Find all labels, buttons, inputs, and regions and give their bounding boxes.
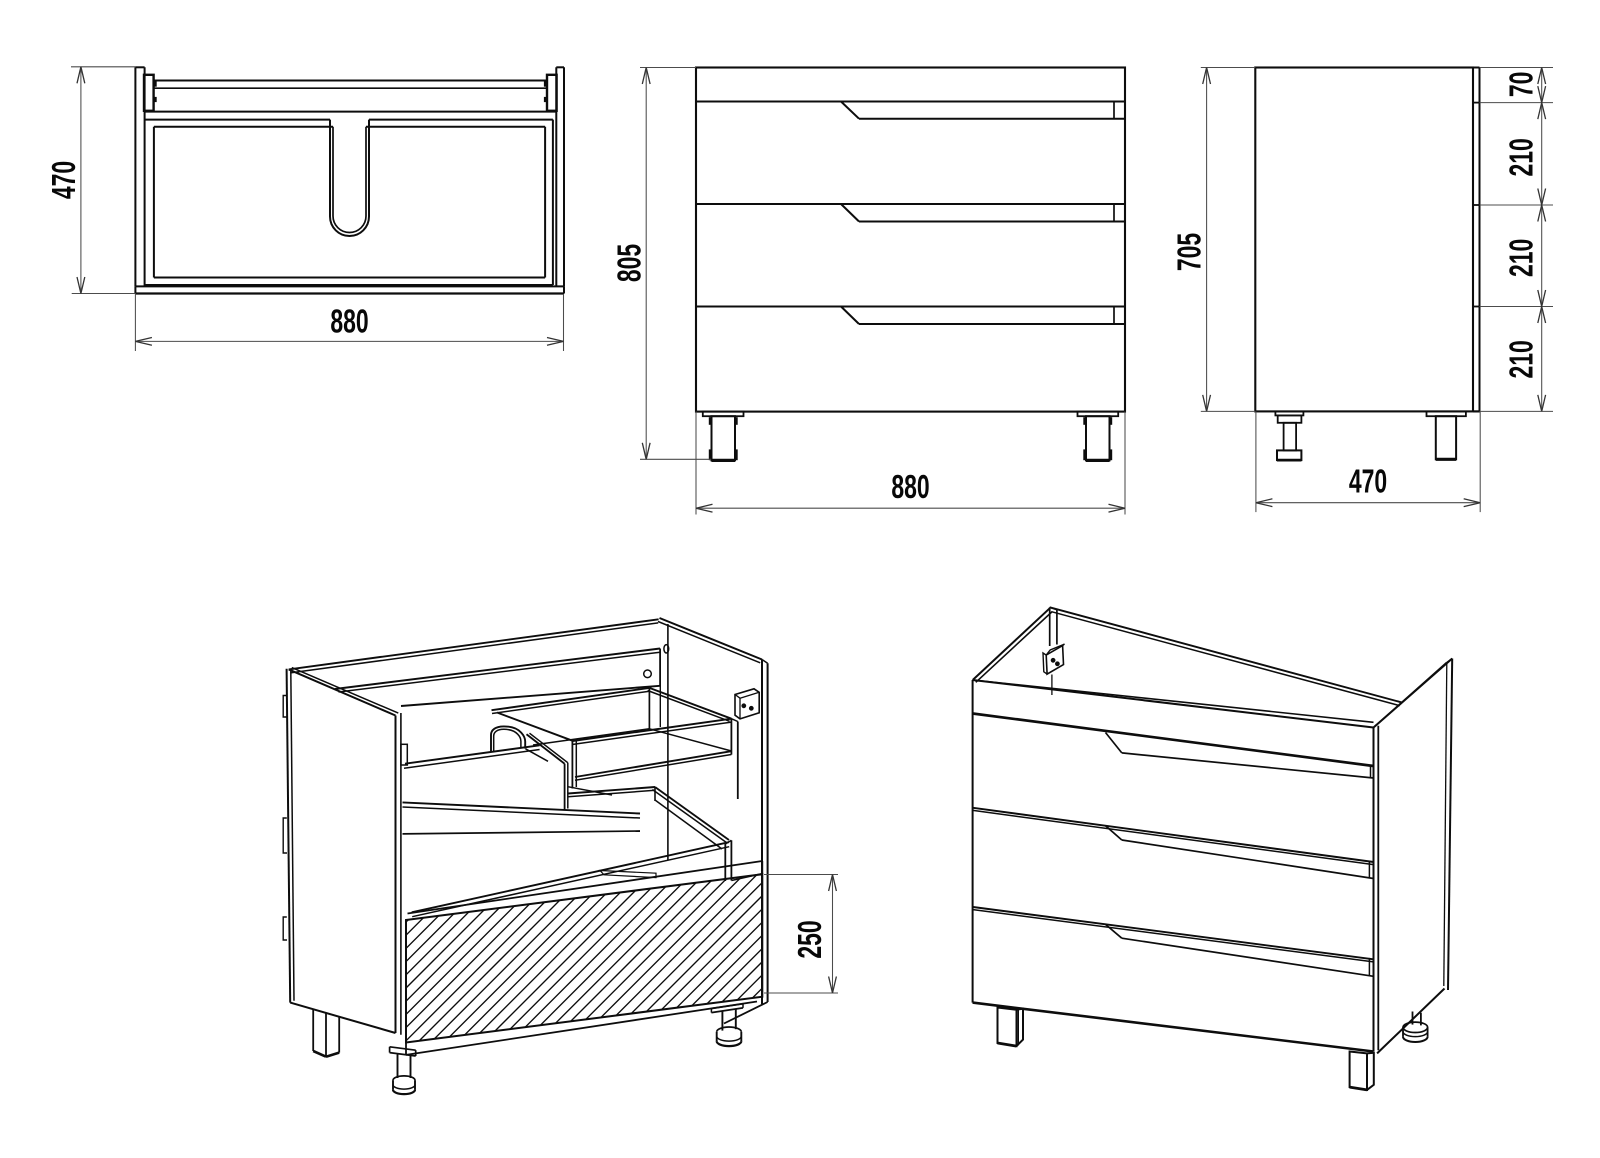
svg-text:470: 470 [1349, 464, 1387, 501]
svg-text:70: 70 [1503, 72, 1540, 98]
svg-text:210: 210 [1503, 138, 1540, 176]
svg-text:880: 880 [891, 469, 929, 506]
svg-text:470: 470 [46, 161, 83, 199]
svg-text:250: 250 [792, 920, 829, 958]
svg-text:880: 880 [330, 303, 368, 340]
svg-text:805: 805 [611, 244, 648, 282]
svg-text:210: 210 [1503, 340, 1540, 378]
svg-text:210: 210 [1503, 239, 1540, 277]
svg-text:705: 705 [1171, 233, 1208, 271]
